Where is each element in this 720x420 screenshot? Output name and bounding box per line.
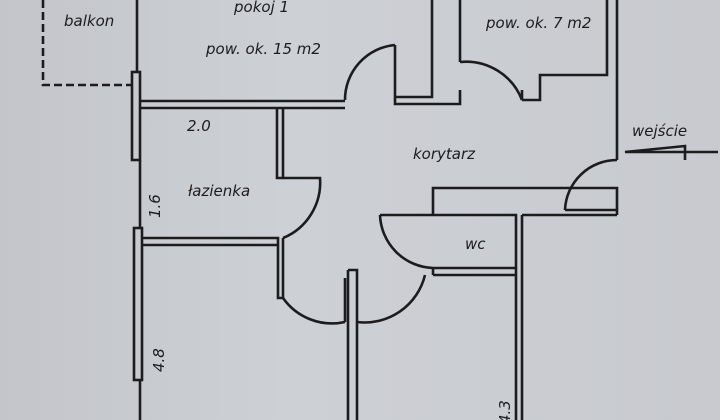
room-label-korytarz: korytarz [413,145,476,163]
window-left-bottom [132,226,144,382]
dimension-2-0: 2.0 [187,117,211,135]
entrance-label: wejście [632,122,687,140]
window-left-top [130,70,142,162]
dimension-4-3: 4.3 [496,400,514,420]
door-room2 [459,60,524,101]
door-room-left [281,297,346,325]
room-label-lazienka: łazienka [188,182,250,200]
entrance-arrow-icon [624,144,718,160]
room-label-balkon: balkon [64,12,114,30]
room-label-pokoj1: pokoj 1 [233,0,289,16]
door-pokoj1 [343,43,396,101]
room-label-wc: wc [465,235,486,253]
door-room-right [356,274,427,324]
balcony-outline [41,0,131,87]
door-wc [378,214,434,270]
dimension-4-8: 4.8 [150,348,168,372]
walls [130,0,619,420]
room-area-room2: pow. ok. 7 m2 [485,14,591,32]
door-lazienka [282,176,322,240]
dimension-1-6: 1.6 [146,194,164,218]
doors [281,43,618,325]
room-area-pokoj1: pow. ok. 15 m2 [205,40,321,58]
door-entrance [563,158,618,211]
